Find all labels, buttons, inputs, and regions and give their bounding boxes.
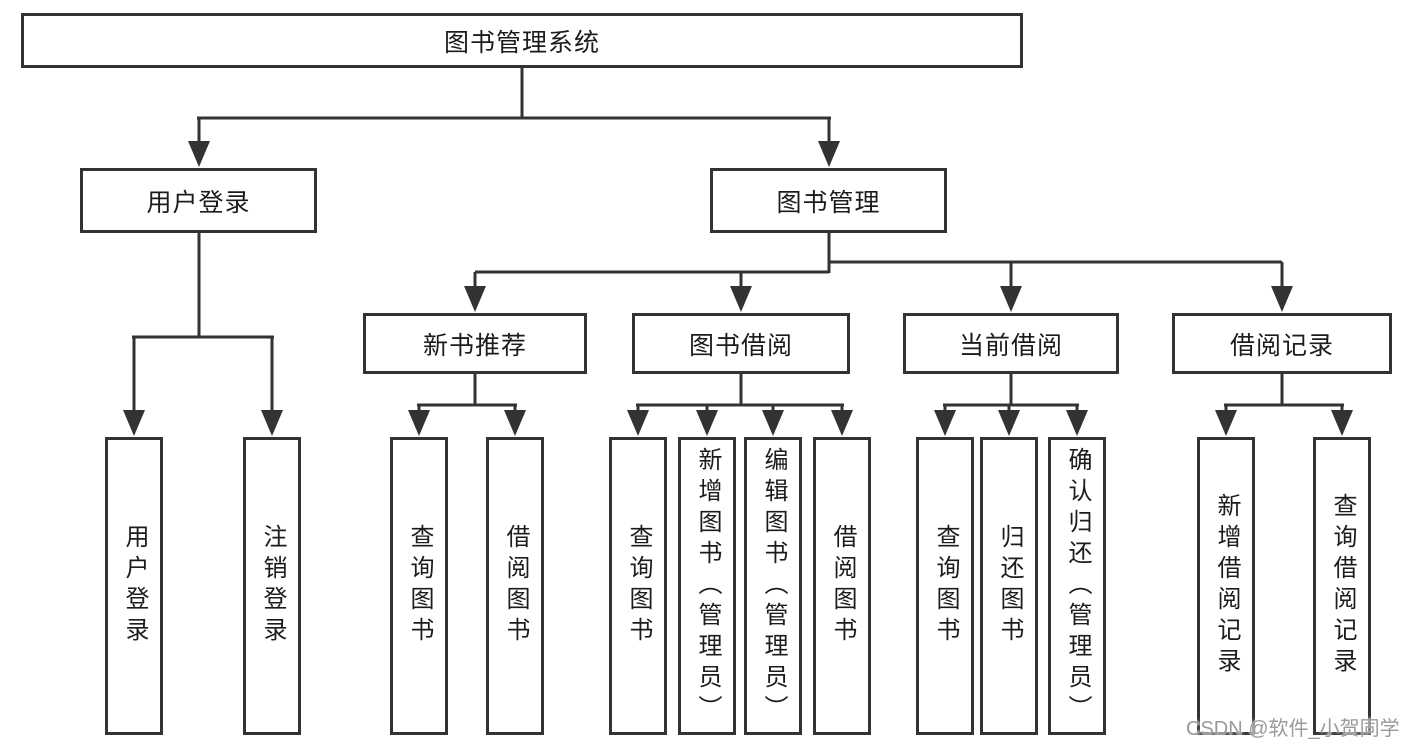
leaf-confirm-return-admin: 确认归还（管理员） bbox=[1048, 437, 1106, 735]
arrow-down-icon bbox=[1331, 410, 1353, 436]
leaf-label: 编辑图书（管理员） bbox=[760, 446, 787, 726]
arrow-down-icon bbox=[123, 410, 145, 436]
arrow-down-icon bbox=[464, 286, 486, 312]
arrow-down-icon bbox=[627, 410, 649, 436]
arrow-down-icon bbox=[934, 410, 956, 436]
arrow-down-icon bbox=[188, 141, 210, 167]
arrow-down-icon bbox=[831, 410, 853, 436]
leaf-logout: 注销登录 bbox=[243, 437, 301, 735]
leaf-query-books-recommend: 查询图书 bbox=[390, 437, 448, 735]
leaf-label: 查询借阅记录 bbox=[1329, 493, 1356, 679]
leaf-label: 借阅图书 bbox=[502, 524, 529, 648]
node-book-management: 图书管理 bbox=[710, 168, 947, 233]
arrow-down-icon bbox=[1215, 410, 1237, 436]
node-label: 借阅记录 bbox=[1229, 331, 1334, 360]
leaf-label: 归还图书 bbox=[996, 524, 1023, 648]
node-label: 图书管理系统 bbox=[443, 28, 600, 57]
node-book-borrow: 图书借阅 bbox=[632, 313, 850, 374]
node-library-system: 图书管理系统 bbox=[21, 13, 1023, 68]
leaf-query-borrow-record: 查询借阅记录 bbox=[1313, 437, 1371, 735]
watermark: CSDN @软件_小贺同学 bbox=[1186, 718, 1400, 740]
node-borrow-records: 借阅记录 bbox=[1172, 313, 1392, 374]
arrow-down-icon bbox=[1066, 410, 1088, 436]
leaf-label: 查询图书 bbox=[932, 524, 959, 648]
arrow-down-icon bbox=[1271, 286, 1293, 312]
arrow-down-icon bbox=[261, 410, 283, 436]
leaf-label: 用户登录 bbox=[121, 524, 148, 648]
node-new-book-recommend: 新书推荐 bbox=[363, 313, 587, 374]
node-label: 图书借阅 bbox=[688, 331, 793, 360]
leaf-label: 注销登录 bbox=[259, 524, 286, 648]
leaf-query-books-current: 查询图书 bbox=[916, 437, 974, 735]
arrow-down-icon bbox=[730, 286, 752, 312]
leaf-user-login: 用户登录 bbox=[105, 437, 163, 735]
leaf-borrow-books: 借阅图书 bbox=[813, 437, 871, 735]
leaf-label: 查询图书 bbox=[406, 524, 433, 648]
leaf-add-books-admin: 新增图书（管理员） bbox=[678, 437, 736, 735]
leaf-borrow-books-recommend: 借阅图书 bbox=[486, 437, 544, 735]
node-user-login: 用户登录 bbox=[80, 168, 317, 233]
arrow-down-icon bbox=[696, 410, 718, 436]
leaf-label: 新增图书（管理员） bbox=[694, 446, 721, 726]
node-label: 新书推荐 bbox=[422, 331, 527, 360]
arrow-down-icon bbox=[1000, 286, 1022, 312]
arrow-down-icon bbox=[504, 410, 526, 436]
leaf-label: 新增借阅记录 bbox=[1213, 493, 1240, 679]
leaf-query-books-borrow: 查询图书 bbox=[609, 437, 667, 735]
arrow-down-icon bbox=[818, 141, 840, 167]
node-label: 当前借阅 bbox=[958, 331, 1063, 360]
leaf-label: 借阅图书 bbox=[829, 524, 856, 648]
arrow-down-icon bbox=[762, 410, 784, 436]
node-current-borrow: 当前借阅 bbox=[903, 313, 1119, 374]
leaf-label: 查询图书 bbox=[625, 524, 652, 648]
node-label: 图书管理 bbox=[776, 188, 881, 217]
leaf-edit-books-admin: 编辑图书（管理员） bbox=[744, 437, 802, 735]
leaf-label: 确认归还（管理员） bbox=[1064, 446, 1091, 726]
leaf-return-books: 归还图书 bbox=[980, 437, 1038, 735]
arrow-down-icon bbox=[998, 410, 1020, 436]
node-label: 用户登录 bbox=[146, 188, 251, 217]
leaf-add-borrow-record: 新增借阅记录 bbox=[1197, 437, 1255, 735]
arrow-down-icon bbox=[408, 410, 430, 436]
